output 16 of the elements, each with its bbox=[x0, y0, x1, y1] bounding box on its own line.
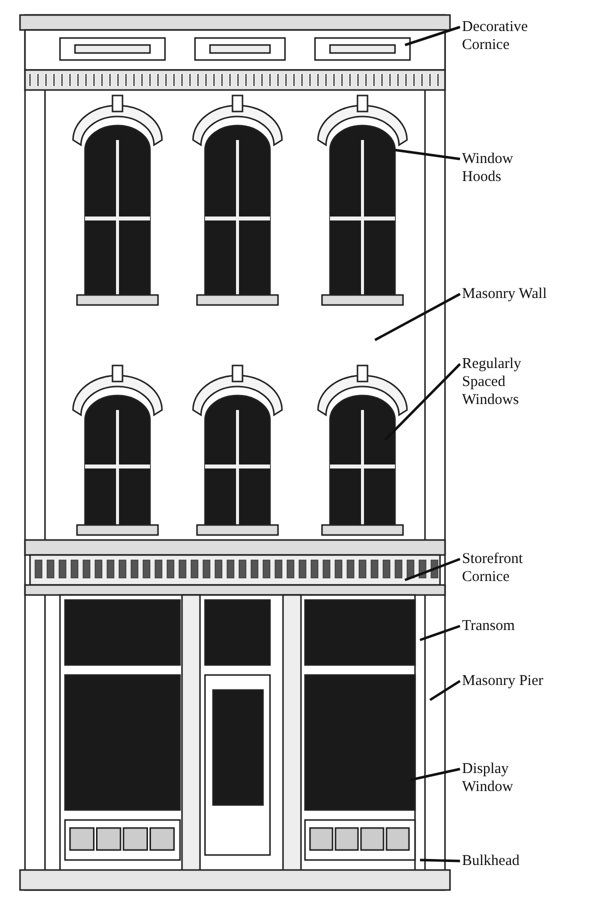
part-label: Storefront Cornice bbox=[462, 550, 552, 586]
leader-line bbox=[394, 148, 460, 160]
leader-line bbox=[420, 858, 460, 862]
leader-line bbox=[410, 768, 460, 782]
part-label: Masonry Wall bbox=[462, 285, 552, 303]
part-label: Regularly Spaced Windows bbox=[462, 355, 552, 409]
part-label: Transom bbox=[462, 617, 552, 635]
part-label: Bulkhead bbox=[462, 852, 552, 870]
leader-line bbox=[384, 363, 461, 441]
leader-line bbox=[429, 680, 461, 702]
leader-line bbox=[420, 624, 460, 642]
part-label: Decorative Cornice bbox=[462, 18, 552, 54]
part-label: Masonry Pier bbox=[462, 672, 552, 690]
part-label: Display Window bbox=[462, 760, 552, 796]
leader-line bbox=[374, 292, 461, 342]
part-label: Window Hoods bbox=[462, 150, 552, 186]
